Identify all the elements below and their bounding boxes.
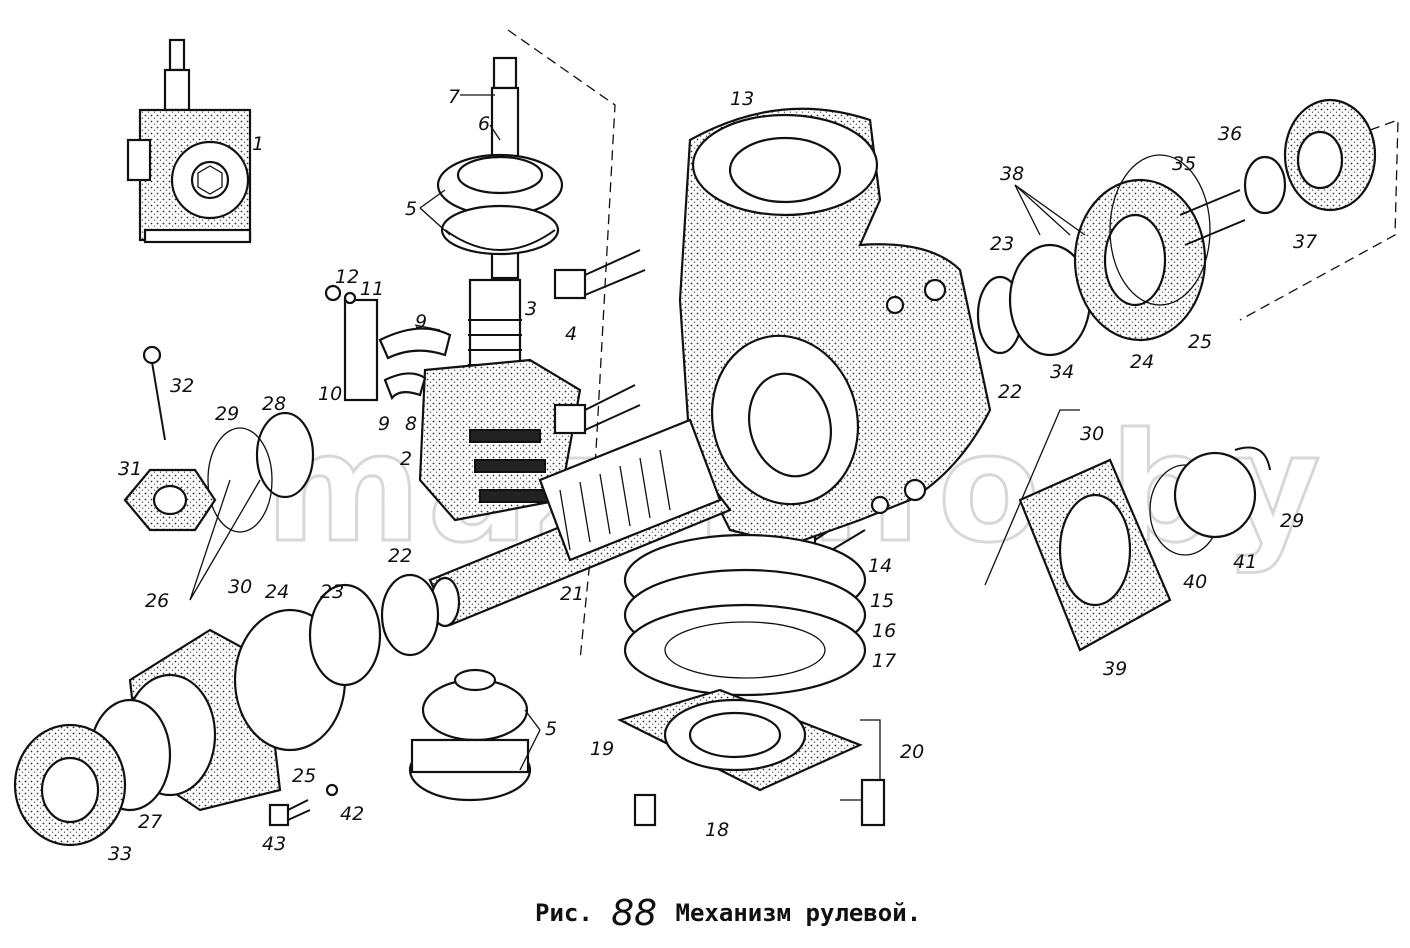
label-12: 12 (335, 266, 359, 288)
label-35: 35 (1172, 153, 1196, 175)
label-23a: 23 (320, 581, 344, 603)
label-29a: 29 (215, 403, 239, 425)
label-13: 13 (730, 88, 754, 110)
label-21: 21 (560, 583, 584, 605)
label-31: 31 (118, 458, 142, 480)
label-42: 42 (340, 803, 364, 825)
figure-caption: Рис. 88 Механизм рулевой. (535, 893, 921, 934)
label-20: 20 (900, 741, 924, 763)
label-32: 32 (170, 375, 194, 397)
part-42-43-small (268, 783, 339, 827)
part-labels: 1 2 3 4 5 5 6 7 8 9 9 10 11 12 13 14 15 … (108, 86, 1317, 865)
part-23-24-left-bearing (233, 583, 382, 752)
part-39-41-right-cover (1018, 446, 1271, 652)
label-25a: 25 (292, 765, 316, 787)
label-9a: 9 (415, 311, 427, 333)
label-5b: 5 (545, 718, 557, 740)
part-5-lower-bearing (408, 668, 532, 802)
label-24b: 24 (1130, 351, 1154, 373)
label-26: 26 (145, 590, 169, 612)
label-8: 8 (405, 413, 417, 435)
part-27-33-seals (13, 698, 172, 847)
caption-prefix: Рис. (535, 899, 593, 927)
assembly-guide-lines (507, 29, 1399, 801)
caption-title: Механизм рулевой. (675, 899, 922, 927)
part-1-assembly (126, 38, 252, 244)
label-30a: 30 (228, 576, 252, 598)
label-11: 11 (360, 278, 384, 300)
label-34: 34 (1050, 361, 1074, 383)
label-18: 18 (705, 819, 729, 841)
label-2: 2 (400, 448, 412, 470)
label-36: 36 (1218, 123, 1242, 145)
label-5a: 5 (405, 198, 417, 220)
label-40: 40 (1183, 571, 1207, 593)
label-7: 7 (448, 86, 460, 108)
label-25b: 25 (1188, 331, 1212, 353)
label-14: 14 (868, 555, 892, 577)
part-21-sector-shaft (428, 418, 732, 628)
label-29b: 29 (1280, 510, 1304, 532)
label-33: 33 (108, 843, 132, 865)
label-27: 27 (138, 811, 162, 833)
label-16: 16 (872, 620, 896, 642)
label-38: 38 (1000, 163, 1024, 185)
part-6-7-shaft (436, 56, 564, 280)
label-19: 19 (590, 738, 614, 760)
caption-number: 88 (611, 893, 658, 934)
label-17: 17 (872, 650, 896, 672)
label-22a: 22 (388, 545, 412, 567)
label-39: 39 (1103, 658, 1127, 680)
label-3: 3 (525, 298, 537, 320)
part-18-19-bottom-cover (617, 688, 886, 827)
label-37: 37 (1293, 231, 1317, 253)
part-8-12-small-parts (142, 284, 452, 441)
label-22b: 22 (998, 381, 1022, 403)
label-6: 6 (478, 113, 490, 135)
label-30b: 30 (1080, 423, 1104, 445)
label-15: 15 (870, 590, 894, 612)
label-24a: 24 (265, 581, 289, 603)
part-22-38-right-assembly (976, 98, 1377, 357)
label-9b: 9 (378, 413, 390, 435)
label-41: 41 (1233, 551, 1257, 573)
label-23b: 23 (990, 233, 1014, 255)
part-15-17-gaskets (623, 533, 867, 697)
part-28-31-left-parts (123, 411, 315, 533)
label-10: 10 (318, 383, 342, 405)
label-43: 43 (262, 833, 286, 855)
label-1: 1 (252, 133, 264, 155)
label-28: 28 (262, 393, 286, 415)
part-22-washer (380, 573, 440, 657)
part-13-housing (678, 107, 992, 547)
leader-lines (189, 94, 1086, 771)
label-4: 4 (565, 323, 577, 345)
